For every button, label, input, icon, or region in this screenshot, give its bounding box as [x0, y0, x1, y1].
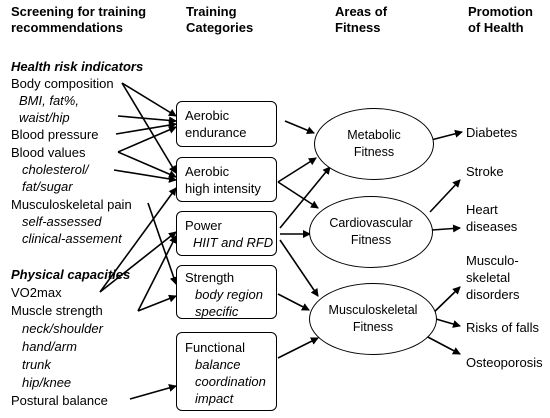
- arrow-muscle-strength: [137, 294, 177, 312]
- health-heart-2: diseases: [466, 219, 518, 234]
- blood-pressure: Blood pressure: [11, 127, 99, 142]
- arrow-cardio-heart: [431, 224, 461, 233]
- header-screening: Screening for training recommendations: [11, 4, 147, 35]
- muscle-strength: Muscle strength: [11, 303, 103, 318]
- arrow-musculo-osteo: [423, 334, 461, 355]
- arrow-bloodval-highint: [117, 151, 177, 178]
- physical-title: Physical capacities: [11, 267, 131, 282]
- box-aerobic-endurance: Aerobic endurance: [176, 101, 277, 147]
- body-composition: Body composition: [11, 76, 114, 91]
- blood-values-sub-1: cholesterol/: [22, 162, 89, 177]
- arrow-vo2-power: [99, 231, 177, 293]
- muscle-sub-3: trunk: [22, 357, 51, 372]
- muscle-sub-4: hip/knee: [22, 375, 72, 390]
- arrow-endurance-metabolic: [284, 120, 315, 135]
- arrow-vo2-highint: [99, 187, 177, 293]
- health-risk-title: Health risk indicators: [11, 59, 144, 74]
- arrow-power-musculo: [279, 239, 319, 297]
- arrow-muscle-power: [137, 235, 177, 312]
- arrow-metabolic-diabetes: [430, 129, 463, 141]
- msk-pain-sub-1: self-assessed: [22, 214, 102, 229]
- box-strength: Strength body region specific: [176, 265, 277, 319]
- header-areas: Areas of Fitness: [335, 4, 388, 35]
- arrow-musculo-falls: [435, 318, 461, 328]
- arrow-bodycomp-endurance: [121, 82, 177, 117]
- arrow-power-metabolic: [279, 166, 331, 229]
- ellipse-metabolic: Metabolic Fitness: [314, 108, 434, 180]
- postural-balance: Postural balance: [11, 393, 108, 408]
- arrow-highint-metabolic: [277, 157, 317, 183]
- blood-values: Blood values: [11, 145, 86, 160]
- health-msk-1: Musculo-: [466, 253, 519, 268]
- ellipse-musculoskeletal: Musculoskeletal Fitness: [309, 283, 437, 355]
- arrow-waist-endurance: [117, 115, 177, 125]
- msk-pain-sub-2: clinical-assement: [22, 231, 122, 246]
- health-falls: Risks of falls: [466, 320, 539, 335]
- box-power: Power HIIT and RFD: [176, 211, 277, 256]
- arrow-postural-functional: [129, 384, 177, 400]
- header-promotion: Promotion of Health: [468, 4, 533, 35]
- health-osteoporosis: Osteoporosis: [466, 355, 543, 370]
- ellipse-cardiovascular: Cardiovascular Fitness: [309, 196, 433, 268]
- health-diabetes: Diabetes: [466, 125, 518, 140]
- arrow-cardio-stroke: [429, 179, 461, 213]
- body-composition-sub-2: waist/hip: [19, 110, 70, 125]
- muscle-sub-1: neck/shoulder: [22, 321, 103, 336]
- box-aerobic-high: Aerobic high intensity: [176, 157, 277, 202]
- arrow-bloodval-endurance: [117, 126, 177, 153]
- vo2max: VO2max: [11, 285, 62, 300]
- health-msk-2: skeletal: [466, 270, 511, 285]
- box-functional: Functional balance coordination impact: [176, 332, 277, 411]
- health-heart-1: Heart: [466, 202, 498, 217]
- arrow-bloodsub-highint: [113, 169, 177, 183]
- header-training: Training Categories: [186, 4, 254, 35]
- arrow-highint-cardio: [277, 181, 319, 209]
- health-msk-3: disorders: [466, 287, 520, 302]
- arrow-strength-musculo: [277, 293, 310, 311]
- blood-values-sub-2: fat/sugar: [22, 179, 73, 194]
- msk-pain: Musculoskeletal pain: [11, 197, 132, 212]
- body-composition-sub-1: BMI, fat%,: [19, 93, 79, 108]
- arrow-bp-endurance: [115, 121, 177, 135]
- muscle-sub-2: hand/arm: [22, 339, 77, 354]
- health-stroke: Stroke: [466, 164, 504, 179]
- arrow-functional-musculo: [277, 337, 319, 359]
